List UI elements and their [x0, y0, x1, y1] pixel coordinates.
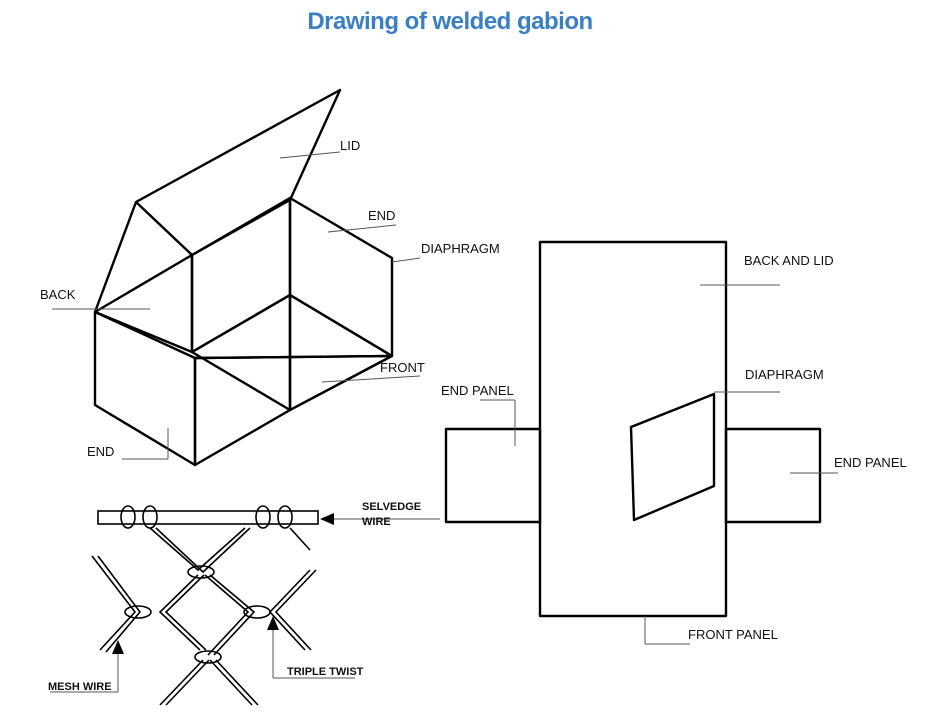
- label-plan-diaphragm: DIAPHRAGM: [745, 367, 824, 382]
- left-end-panel: [93, 310, 197, 467]
- label-end-panel-left: END PANEL: [441, 383, 514, 398]
- label-end-panel-right: END PANEL: [834, 455, 907, 470]
- end-panel-right: [724, 427, 822, 524]
- end-panel-top: [190, 196, 292, 354]
- label-diaphragm: DIAPHRAGM: [421, 241, 500, 256]
- selvedge-wire: [97, 510, 319, 525]
- diaphragm-panel: [629, 392, 716, 522]
- label-end-bottom: END: [87, 444, 114, 459]
- label-lid: LID: [340, 138, 360, 153]
- lid-panel: [134, 88, 342, 257]
- triple-twist-knots: [124, 565, 271, 664]
- label-back: BACK: [40, 287, 76, 302]
- label-front: FRONT: [380, 360, 425, 375]
- label-back-and-lid: BACK AND LID: [744, 253, 834, 268]
- label-end-top: END: [368, 208, 395, 223]
- box-bottom-right: [288, 293, 394, 412]
- label-selvedge-line1: SELVEDGE: [362, 501, 421, 513]
- back-and-lid-panel: [538, 240, 728, 618]
- label-selvedge-line2: WIRE: [362, 516, 391, 528]
- label-mesh-wire: MESH WIRE: [48, 681, 112, 693]
- gabion-plan-view: BACK AND LID DIAPHRAGM END PANEL END PAN…: [441, 240, 907, 645]
- gabion-box-3d: LID END DIAPHRAGM BACK FRONT END: [40, 88, 500, 467]
- wire-detail: SELVEDGE WIRE MESH WIRE TRIPLE TWIST: [48, 501, 440, 706]
- label-triple-twist: TRIPLE TWIST: [287, 666, 364, 678]
- label-front-panel: FRONT PANEL: [688, 627, 778, 642]
- end-panel-left: [444, 427, 542, 524]
- page-title: Drawing of welded gabion: [307, 8, 593, 35]
